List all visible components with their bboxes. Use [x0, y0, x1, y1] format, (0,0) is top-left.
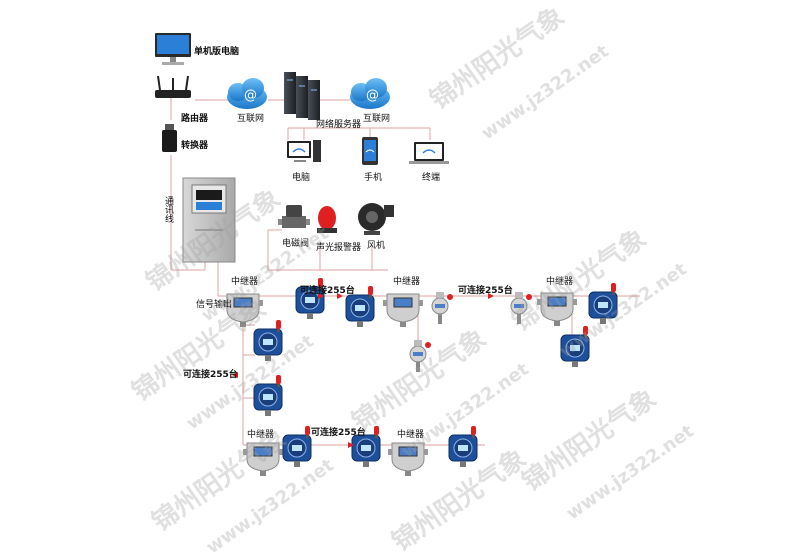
desktop-pc-icon	[155, 33, 191, 65]
repeater-icon	[536, 292, 578, 327]
fan-label: 风机	[367, 241, 386, 251]
server-rack-icon	[284, 72, 320, 120]
connection-lines	[170, 95, 640, 446]
gas-detector-icon	[253, 374, 283, 417]
repeater-icon	[387, 442, 429, 477]
repeater-icon	[242, 442, 284, 477]
connect-capacity-label: 可连接255台	[458, 286, 513, 296]
connect-capacity-label: 可连接255台	[300, 286, 355, 296]
arrow-markers	[232, 293, 494, 448]
phone-label: 手机	[364, 173, 383, 183]
signal-output-label: 信号输出	[196, 300, 233, 310]
solenoid-valve-icon	[278, 205, 310, 228]
gas-sensor-icon	[510, 291, 533, 325]
mobile-phone-icon	[362, 137, 378, 165]
gas-sensor-icon	[409, 339, 432, 373]
svg-text:@: @	[244, 88, 257, 103]
svg-text:@: @	[366, 88, 379, 103]
controller-cabinet-icon	[182, 177, 236, 263]
router-icon	[155, 75, 191, 98]
router-label: 路由器	[181, 114, 209, 124]
laptop-terminal-icon	[409, 142, 449, 164]
gas-detector-icon	[448, 425, 478, 468]
diagram-canvas: @ @	[155, 33, 640, 477]
gas-detector-icon	[282, 425, 312, 468]
connect-capacity-label: 可连接255台	[183, 370, 238, 380]
repeater-label: 中继器	[247, 430, 275, 440]
converter-label: 转换器	[181, 141, 209, 151]
fan-blower-icon	[358, 203, 394, 235]
gas-detector-icon	[560, 325, 590, 368]
client-computer-icon	[287, 140, 321, 162]
valve-label: 电磁阀	[282, 239, 310, 249]
internet-left-label: 互联网	[237, 114, 265, 124]
internet-cloud-right-icon: @	[350, 78, 390, 109]
terminal-label: 终端	[422, 173, 441, 183]
converter-icon	[162, 124, 177, 152]
computer-label: 电脑	[292, 173, 311, 183]
connect-capacity-label: 可连接255台	[311, 428, 366, 438]
server-label: 网络服务器	[316, 120, 362, 130]
repeater-icon	[382, 293, 424, 328]
repeater-label: 中继器	[231, 277, 259, 287]
gas-detector-icon	[588, 282, 618, 325]
gas-sensor-icon	[431, 291, 454, 325]
strobe-alarm-icon	[317, 206, 337, 233]
alarm-label: 声光报警器	[316, 243, 362, 253]
repeater-label: 中继器	[397, 430, 425, 440]
internet-cloud-left-icon: @	[227, 78, 267, 109]
repeater-label: 中继器	[546, 277, 574, 287]
pc-label: 单机版电脑	[194, 47, 240, 57]
gas-detector-icon	[253, 319, 283, 362]
cable-label: 通讯线	[163, 196, 173, 223]
network-diagram: @ @	[127, 2, 698, 558]
internet-right-label: 互联网	[363, 114, 391, 124]
repeater-label: 中继器	[393, 277, 421, 287]
